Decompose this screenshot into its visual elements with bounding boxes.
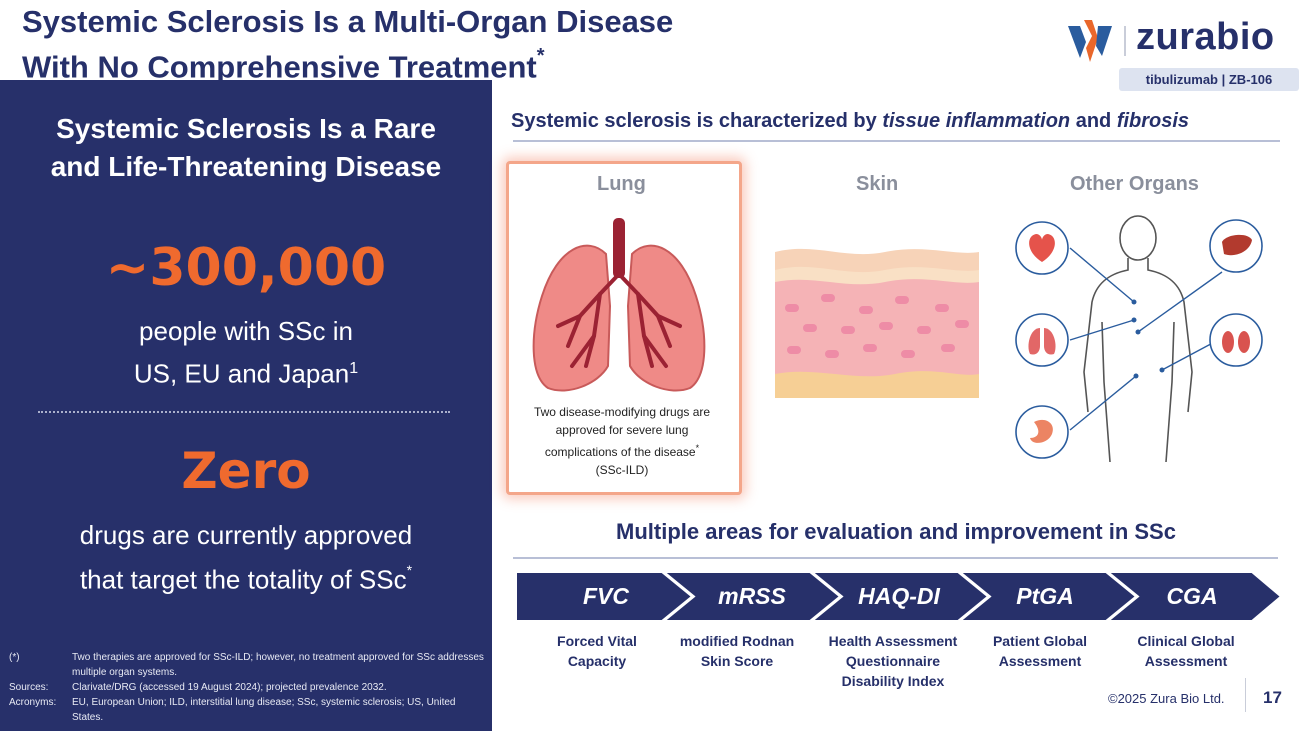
body-organs-illustration [1015, 215, 1263, 463]
prevalence-caption-line-2: US, EU and Japan [133, 358, 350, 389]
footnote-text: Clarivate/DRG (accessed 19 August 2024);… [72, 682, 387, 693]
zurabio-logo-icon [1068, 20, 1112, 62]
lung-note-line-2: approved for severe lung [555, 423, 689, 437]
approved-drugs-caption: drugs are currently approved that target… [0, 516, 492, 600]
step-desc-line: Questionnaire [845, 653, 941, 669]
step-desc-line: Health Assessment [828, 633, 958, 649]
left-heading: Systemic Sclerosis Is a Rare and Life-Th… [0, 110, 492, 186]
prevalence-caption: people with SSc in US, EU and Japan1 [0, 312, 492, 393]
left-heading-line-2: and Life-Threatening Disease [50, 151, 442, 182]
step-desc-cga: Clinical Global Assessment [1118, 631, 1254, 671]
step-desc-line: Clinical Global [1137, 633, 1235, 649]
footnote-row: (*) Two therapies are approved for SSc-I… [9, 650, 484, 680]
left-panel: Systemic Sclerosis Is a Rare and Life-Th… [0, 80, 492, 731]
step-desc-line: modified Rodnan [679, 633, 795, 649]
footnote-row: Sources: Clarivate/DRG (accessed 19 Augu… [9, 680, 484, 695]
zurabio-logo: zurabio [1062, 14, 1288, 72]
organs-heading-rule [513, 140, 1280, 142]
approved-drugs-stat: Zero [181, 442, 311, 500]
lung-note-mark: * [695, 443, 700, 453]
evaluation-chevron-bar [516, 572, 1282, 621]
copyright: ©2025 Zura Bio Ltd. [1108, 691, 1225, 706]
step-desc-line: Assessment [998, 653, 1082, 669]
step-desc-line: Patient Global [992, 633, 1088, 649]
step-desc-haq-di: Health Assessment Questionnaire Disabili… [818, 631, 968, 691]
step-desc-line: Capacity [567, 653, 627, 669]
evaluation-heading-rule [513, 557, 1278, 559]
approved-drugs-caption-line-1: drugs are currently approved [79, 520, 413, 550]
step-desc-mrss: modified Rodnan Skin Score [666, 631, 808, 671]
organs-heading-mid: and [1070, 110, 1117, 132]
prevalence-caption-line-1: people with SSc in [139, 316, 353, 346]
prevalence-stat: ~300,000 [105, 238, 387, 298]
title-line-2: With No Comprehensive Treatment [22, 49, 537, 85]
lung-note: Two disease-modifying drugs are approved… [517, 403, 727, 479]
step-abbr-ptga: PtGA [1016, 583, 1074, 609]
title-line-1: Systemic Sclerosis Is a Multi-Organ Dise… [22, 4, 674, 39]
logo-separator [1124, 26, 1126, 56]
step-desc-ptga: Patient Global Assessment [974, 631, 1106, 671]
product-tag: tibulizumab | ZB-106 [1119, 68, 1299, 91]
organs-heading-emphasis-1: tissue inflammation [882, 110, 1071, 132]
lung-note-line-4: (SSc-ILD) [595, 463, 649, 477]
step-abbr-mrss: mRSS [718, 583, 786, 609]
footer-separator [1245, 678, 1246, 712]
step-desc-line: Forced Vital [557, 633, 637, 649]
logo-wordmark: zurabio [1136, 16, 1275, 58]
title-footnote-mark: * [536, 45, 545, 67]
step-desc-fvc: Forced Vital Capacity [530, 631, 664, 671]
footnote-key: Acronyms: [9, 697, 57, 708]
organs-heading-pre: Systemic sclerosis is characterized by [511, 110, 883, 132]
lung-note-line-1: Two disease-modifying drugs are [533, 405, 711, 419]
approved-drugs-footnote-mark: * [406, 562, 413, 578]
step-abbr-cga: CGA [1166, 583, 1218, 609]
organs-heading-emphasis-2: fibrosis [1116, 110, 1190, 132]
footnote-text: EU, European Union; ILD, interstitial lu… [72, 697, 456, 723]
step-desc-line: Skin Score [700, 653, 774, 669]
step-abbr-haq-di: HAQ-DI [858, 583, 940, 609]
step-desc-line: Assessment [1144, 653, 1228, 669]
prevalence-reference: 1 [349, 360, 359, 377]
footnote-text: Two therapies are approved for SSc-ILD; … [72, 652, 484, 678]
evaluation-heading: Multiple areas for evaluation and improv… [616, 519, 1176, 544]
footnote-key: Sources: [9, 682, 49, 693]
approved-drugs-caption-line-2: that target the totality of SSc [79, 564, 407, 595]
slide-title: Systemic Sclerosis Is a Multi-Organ Dise… [22, 2, 673, 86]
page-number: 17 [1263, 688, 1282, 707]
footnote-key: (*) [9, 652, 20, 663]
other-organs-label: Other Organs [1070, 173, 1199, 195]
lung-label: Lung [597, 173, 646, 195]
organs-heading: Systemic sclerosis is characterized by t… [511, 110, 1189, 133]
left-heading-line-1: Systemic Sclerosis Is a Rare [56, 113, 436, 144]
lung-note-line-3: complications of the disease [544, 445, 696, 459]
skin-label: Skin [856, 173, 899, 195]
skin-layers-illustration [775, 248, 979, 398]
lungs-illustration [532, 218, 706, 392]
footnotes: (*) Two therapies are approved for SSc-I… [9, 650, 484, 725]
footnote-row: Acronyms: EU, European Union; ILD, inter… [9, 695, 484, 725]
dotted-divider [38, 411, 450, 413]
step-abbr-fvc: FVC [583, 583, 629, 609]
step-desc-line: Disability Index [841, 673, 945, 689]
